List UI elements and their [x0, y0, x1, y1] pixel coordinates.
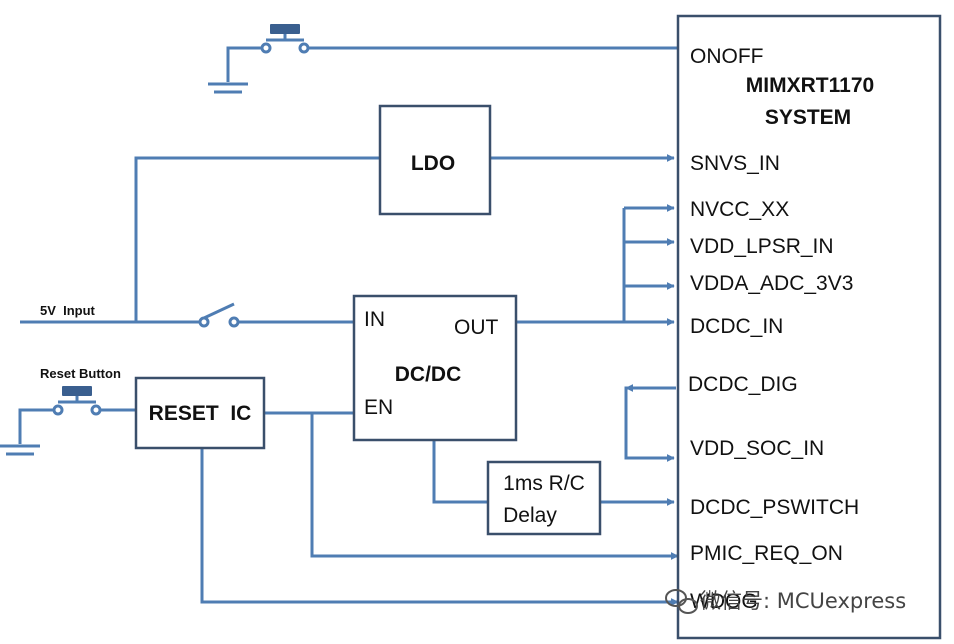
pin-snvs-in: SNVS_IN	[690, 152, 780, 175]
input-switch[interactable]	[198, 302, 240, 328]
watermark-text: 微信号: MCUexpress	[700, 589, 906, 613]
system-block	[676, 14, 942, 640]
wire-dig-loop	[624, 386, 676, 462]
delay-label-line2: Delay	[503, 504, 557, 527]
pin-vdd-lpsr-in: VDD_LPSR_IN	[690, 235, 834, 258]
watermark: 微信号: MCUexpress	[665, 589, 906, 614]
wires	[18, 46, 679, 606]
wechat-icon	[665, 589, 698, 614]
wire-wdog	[200, 448, 679, 606]
system-name-label: SYSTEM	[765, 106, 851, 129]
reset-push-button[interactable]	[52, 386, 102, 416]
reset-ic-label: RESET IC	[149, 402, 252, 425]
delay-label-line1: 1ms R/C	[503, 472, 585, 495]
pin-nvcc-xx: NVCC_XX	[690, 198, 789, 221]
reset-button-label: Reset Button	[40, 366, 121, 381]
onoff-push-button[interactable]	[260, 24, 310, 54]
pin-vdda-adc-3v3: VDDA_ADC_3V3	[690, 272, 853, 295]
wire-reset-button	[18, 408, 136, 444]
pin-wdog: WDOG	[690, 590, 758, 613]
dcdc-block	[352, 294, 518, 442]
pin-dcdc-pswitch: DCDC_PSWITCH	[690, 496, 859, 519]
input-label: 5V Input	[40, 303, 96, 318]
pin-onoff: ONOFF	[690, 45, 764, 68]
reset-ic-block	[134, 376, 266, 450]
wire-5v-to-ldo	[134, 156, 380, 322]
pin-dcdc-in: DCDC_IN	[690, 315, 783, 338]
dcdc-out-label: OUT	[454, 316, 499, 339]
pin-dcdc-dig: DCDC_DIG	[688, 373, 798, 396]
system-chip-label: MIMXRT1170	[746, 74, 874, 97]
pin-pmic-req-on: PMIC_REQ_ON	[690, 542, 843, 565]
delay-block	[486, 460, 602, 536]
ground-symbol-bottom	[0, 444, 40, 456]
dcdc-in-label: IN	[364, 308, 385, 331]
ldo-label: LDO	[411, 152, 455, 175]
wire-pmic-req	[310, 413, 679, 560]
ground-symbol-top	[208, 82, 248, 94]
ldo-block	[378, 104, 492, 216]
wire-dcdc-to-delay	[432, 440, 488, 504]
dcdc-title: DC/DC	[395, 363, 462, 386]
dcdc-en-label: EN	[364, 396, 393, 419]
pin-vdd-soc-in: VDD_SOC_IN	[690, 437, 824, 460]
wire-onoff	[226, 46, 678, 82]
